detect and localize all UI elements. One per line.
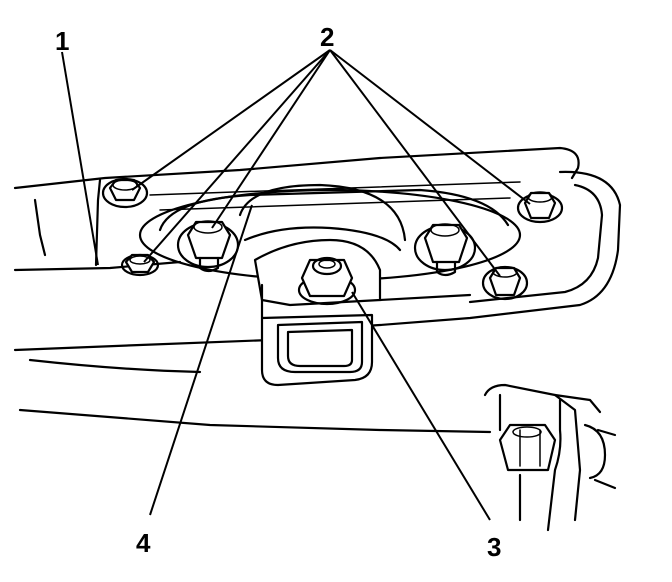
callout-1: 1: [55, 26, 69, 56]
bolt-right-lower: [481, 265, 529, 301]
lower-right-bracket: [483, 383, 617, 532]
leader-2c: [211, 49, 331, 229]
leader-2d: [329, 49, 531, 205]
leader-2e: [329, 49, 501, 277]
bolt-left-lower: [120, 253, 160, 277]
leader-2a: [131, 49, 331, 191]
bolt-top-right: [516, 191, 564, 224]
callout-3: 3: [487, 532, 501, 562]
callouts: 1 2 3 4: [55, 22, 501, 562]
mount-bracket-plate: [298, 170, 622, 332]
center-nut: [297, 256, 357, 306]
frame-crossmember: [13, 146, 580, 434]
callout-4: 4: [136, 528, 151, 558]
leader-2b: [143, 49, 331, 263]
leader-1: [61, 51, 99, 266]
callout-2: 2: [320, 22, 334, 52]
bolt-right-large: [413, 223, 477, 277]
bolt-top-left: [101, 177, 149, 209]
leader-4: [149, 204, 253, 516]
leader-3: [351, 291, 491, 521]
leader-lines: [61, 49, 531, 521]
